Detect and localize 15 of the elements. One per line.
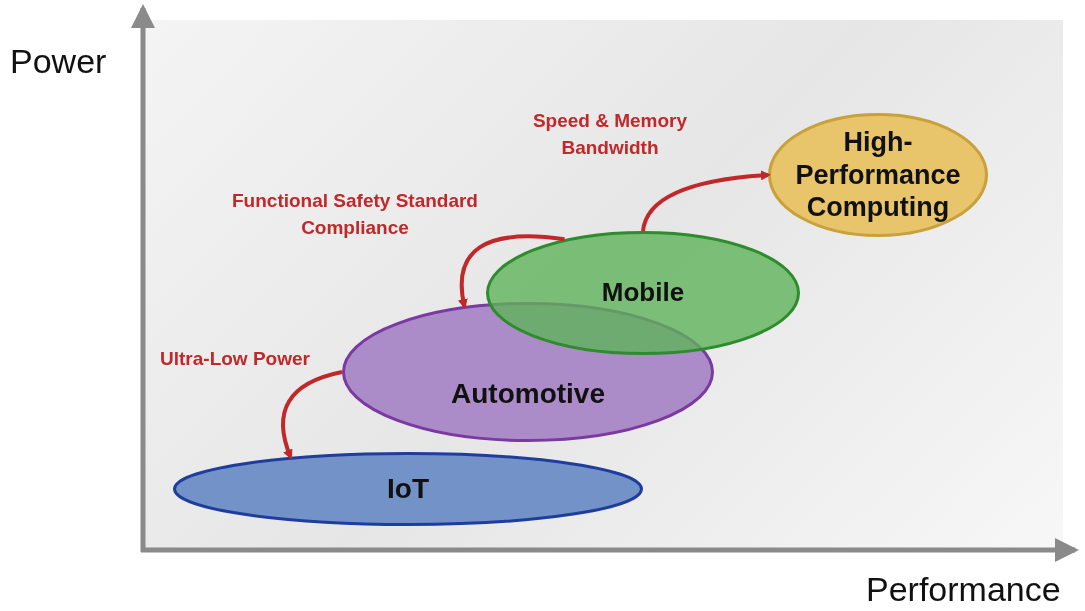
node-label: Automotive — [451, 377, 605, 411]
edge-label: Speed & Memory Bandwidth — [531, 109, 689, 160]
y-axis-label: Power — [10, 42, 107, 81]
node-label: Mobile — [601, 277, 685, 309]
ellipse-node — [768, 113, 988, 237]
curved-arrow — [281, 370, 343, 460]
curved-arrow — [641, 170, 771, 232]
ellipse-node — [173, 452, 643, 526]
x-axis-label: Performance — [866, 570, 1061, 609]
ellipse-node — [486, 231, 800, 355]
edge-label: Functional Safety Standard Compliance — [231, 189, 479, 240]
curved-arrow — [458, 234, 565, 310]
node-label: High-Performance Computing — [794, 126, 962, 224]
node-label: IoT — [387, 472, 429, 506]
edge-label: Ultra-Low Power — [159, 347, 311, 371]
